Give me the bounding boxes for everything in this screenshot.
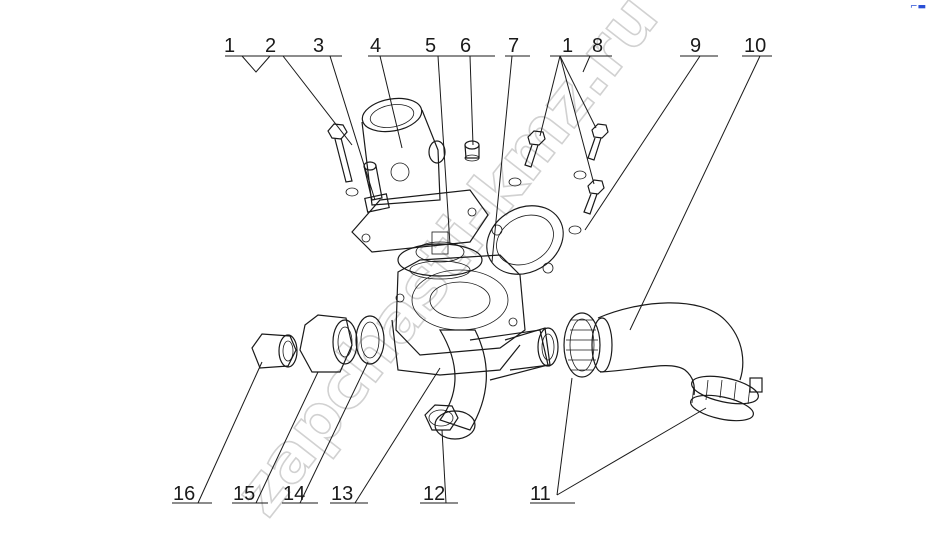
leader-lines — [172, 55, 772, 504]
hose-clamp-right — [690, 375, 763, 422]
callout-13: 13 — [331, 483, 353, 505]
callout-11: 11 — [530, 483, 551, 505]
gasket-ring-14 — [355, 315, 385, 365]
watermark: zapchasti-kmz.ru — [220, 0, 673, 530]
callout-16: 16 — [173, 483, 195, 505]
hose-clamp-left — [563, 312, 601, 378]
callout-2: 2 — [265, 35, 276, 57]
callout-1-right: 1 — [562, 35, 573, 57]
callout-8: 8 — [592, 35, 603, 57]
callout-3: 3 — [313, 35, 324, 57]
callout-14: 14 — [283, 483, 305, 505]
flange-gasket — [486, 205, 564, 275]
callout-6: 6 — [460, 35, 471, 57]
callout-10: 10 — [744, 35, 766, 57]
outlet-pipe — [434, 329, 487, 440]
union-nut-15 — [299, 314, 358, 373]
coolant-hose — [591, 302, 744, 396]
callout-9: 9 — [690, 35, 701, 57]
thermostat-housing-cover — [351, 97, 489, 253]
bolts-right — [508, 123, 609, 235]
fitting-plug-16 — [251, 333, 298, 369]
callout-5: 5 — [425, 35, 436, 57]
corner-mark: ⌐▬ — [910, 2, 926, 12]
pump-housing — [391, 254, 549, 381]
thermostat — [397, 231, 483, 280]
bolt-left — [327, 123, 359, 197]
callout-15: 15 — [233, 483, 255, 505]
inlet-pipe — [504, 327, 559, 371]
drain-plug — [424, 404, 459, 431]
plug — [464, 140, 480, 162]
callout-1-left: 1 — [224, 35, 235, 57]
callout-7: 7 — [508, 35, 519, 57]
callout-4: 4 — [370, 35, 381, 57]
callout-12: 12 — [423, 483, 445, 505]
